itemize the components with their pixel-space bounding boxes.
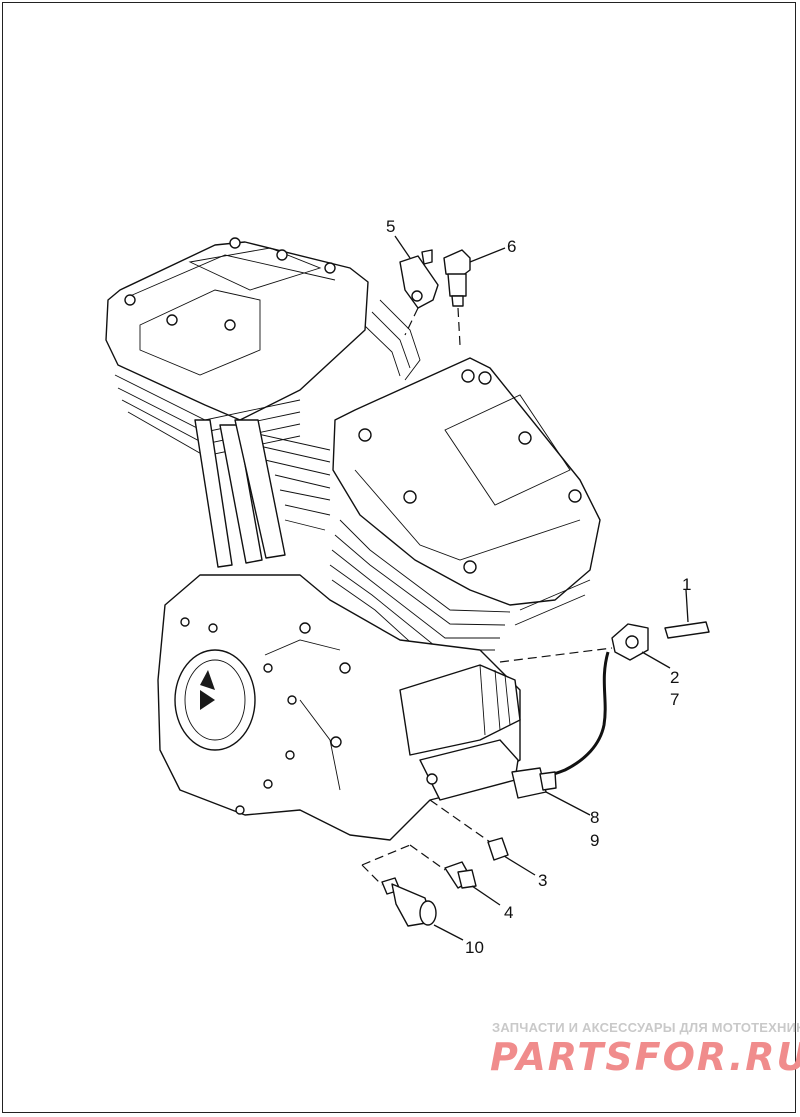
callout-2: 2 [670, 668, 679, 687]
callout-1: 1 [682, 575, 691, 594]
callout-7: 7 [670, 690, 679, 709]
callout-5: 5 [386, 217, 395, 236]
callout-9: 9 [590, 831, 599, 850]
callout-4: 4 [504, 903, 513, 922]
part-2-7-sensor-harness [499, 589, 710, 816]
part-6-sensor [443, 247, 506, 346]
crankcase [157, 574, 521, 841]
watermark-tagline: ЗАПЧАСТИ И АКСЕССУАРЫ ДЛЯ МОТОТЕХНИКИ [492, 1020, 800, 1035]
watermark-brand-logo: PARTSFOR.RU [490, 1035, 800, 1079]
part-5-sensor [394, 235, 439, 336]
callout-8: 8 [590, 808, 599, 827]
callout-3: 3 [538, 871, 547, 890]
callout-10: 10 [465, 938, 484, 957]
callout-6: 6 [507, 237, 516, 256]
rear-cylinder-head [105, 237, 421, 568]
part-4-switch [409, 844, 501, 906]
part-10-sender [361, 844, 464, 941]
front-cylinder-head [329, 357, 601, 661]
part-3-plug [429, 799, 536, 876]
